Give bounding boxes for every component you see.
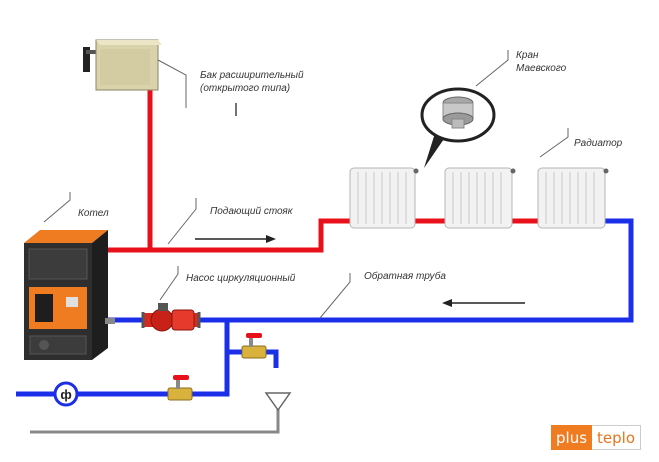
expansion-tank [83, 39, 162, 91]
mayevsky-valve-icon [413, 168, 419, 174]
label-supply-riser: Подающий стояк [210, 206, 294, 217]
flow-arrow-supply [195, 235, 276, 243]
label-mayevsky-valve-line2: Маевского [516, 63, 567, 74]
drain-funnel-icon [264, 392, 292, 412]
radiator-1 [349, 167, 416, 229]
flow-arrow-return [442, 299, 525, 307]
label-mayevsky-valve-line1: Кран [516, 50, 539, 61]
supply-pipe [105, 85, 538, 253]
plusteplo-logo: plus teplo [551, 425, 641, 450]
filter-icon: ф [53, 381, 79, 407]
ball-valve-icon [241, 333, 267, 359]
circulation-pump-icon [141, 303, 201, 332]
label-circulation-pump: Насос циркуляционный [186, 273, 296, 284]
label-radiator: Радиатор [574, 138, 623, 149]
radiator-3 [537, 167, 606, 229]
filter-symbol: ф [60, 387, 71, 402]
leader-lines [43, 50, 569, 319]
label-return-pipe: Обратная труба [364, 270, 446, 282]
label-expansion-tank-line2: (открытого типа) [200, 83, 290, 94]
mayevsky-valve-callout [420, 87, 496, 168]
logo-part-plus: plus [551, 425, 593, 450]
drain-pipe [30, 392, 292, 434]
ball-valve-icon [167, 375, 193, 401]
label-expansion-tank-line1: Бак расширительный [200, 70, 304, 81]
mayevsky-valve-icon [603, 168, 609, 174]
logo-part-teplo: teplo [592, 425, 641, 450]
mayevsky-valve-icon [510, 168, 516, 174]
radiator-2 [444, 167, 513, 229]
label-boiler: Котел [78, 208, 109, 219]
boiler [24, 230, 115, 360]
